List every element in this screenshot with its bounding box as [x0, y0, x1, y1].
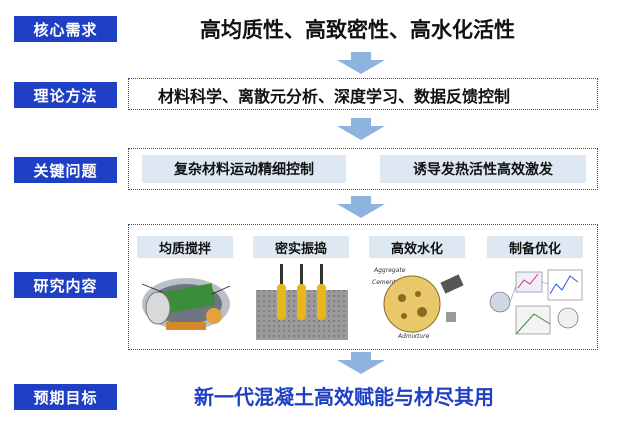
- vibration-illustration: [256, 264, 348, 340]
- expected-goal-text: 新一代混凝土高效赋能与材尽其用: [194, 385, 494, 409]
- key-issue-item: 复杂材料运动精细控制: [142, 155, 346, 183]
- label-key-issue: 关键问题: [14, 157, 117, 183]
- hydration-illustration: Aggregate Cement Admixture: [372, 267, 464, 340]
- research-item-dense-vibration: 密实振捣: [253, 236, 349, 258]
- mixer-illustration: [141, 278, 231, 330]
- label-theory-method: 理论方法: [14, 82, 117, 108]
- cement-label: Cement: [372, 279, 396, 286]
- theory-method-box: [128, 78, 598, 110]
- label-expected-goal: 预期目标: [14, 384, 117, 410]
- research-item-homogeneous-mixing: 均质搅拌: [137, 236, 233, 258]
- down-arrow-icon: [337, 196, 385, 218]
- research-item-efficient-hydration: 高效水化: [369, 236, 465, 258]
- down-arrow-icon: [337, 118, 385, 140]
- theory-method-text: 材料科学、离散元分析、深度学习、数据反馈控制: [158, 87, 511, 106]
- core-demand-text: 高均质性、高致密性、高水化活性: [200, 18, 515, 42]
- key-issue-item: 诱导发热活性高效激发: [380, 155, 586, 183]
- aggregate-label: Aggregate: [373, 267, 406, 274]
- label-research-content: 研究内容: [14, 272, 117, 298]
- optimization-illustration: [489, 269, 583, 335]
- down-arrow-icon: [337, 52, 385, 74]
- down-arrow-icon: [337, 352, 385, 374]
- admixture-label: Admixture: [397, 333, 430, 340]
- label-core-demand: 核心需求: [14, 16, 117, 42]
- research-item-preparation-optimization: 制备优化: [487, 236, 583, 258]
